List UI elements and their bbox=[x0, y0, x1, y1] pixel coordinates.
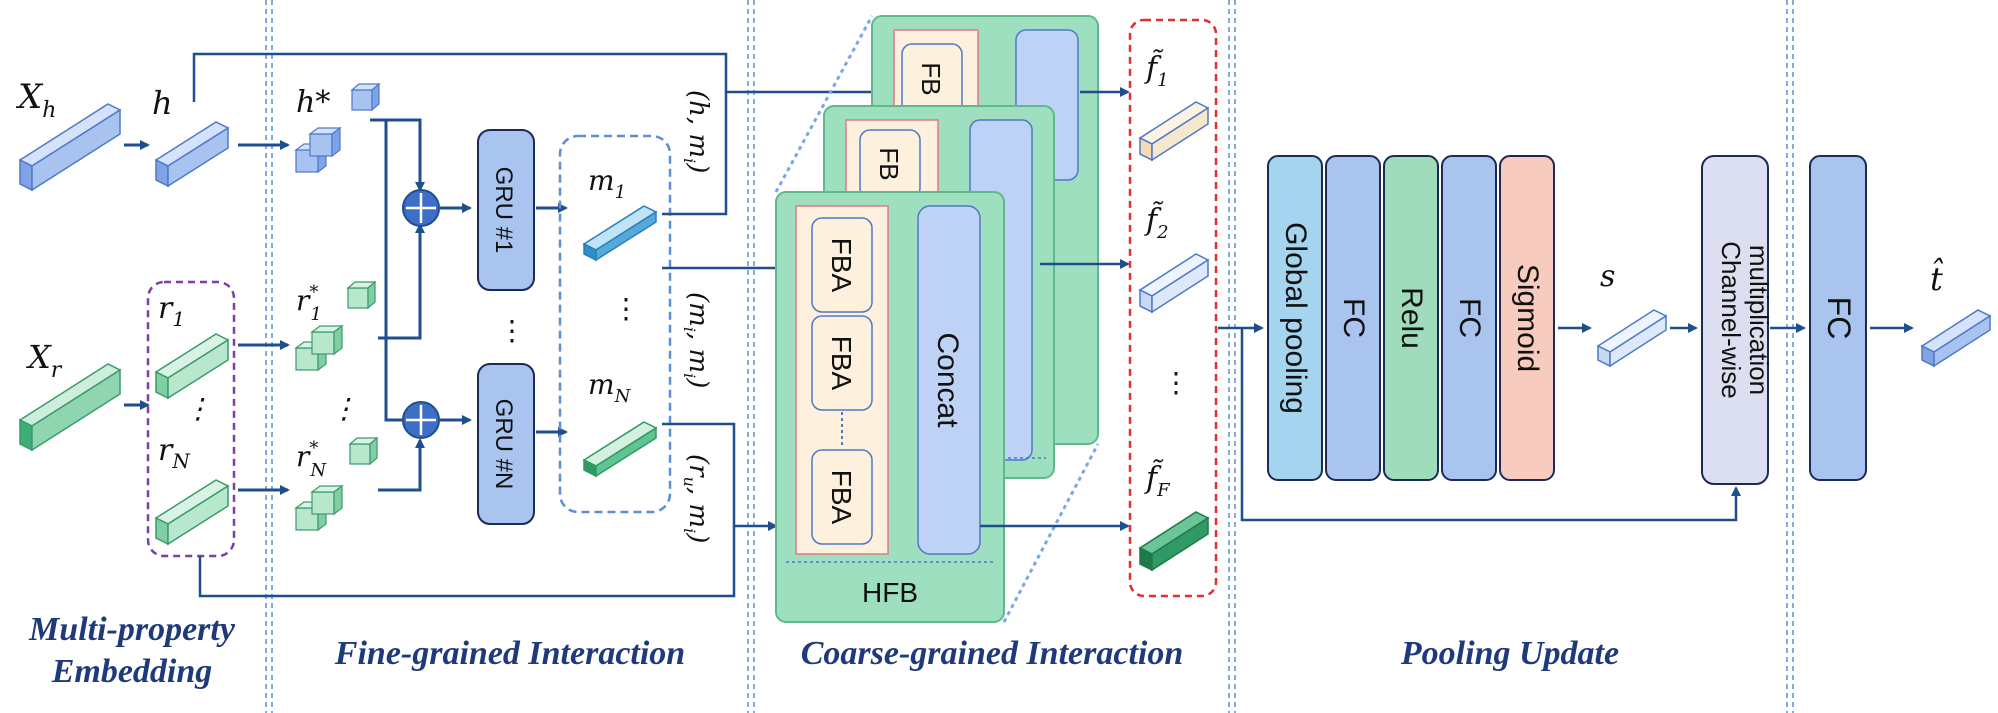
section-title-pooling: Pooling Update bbox=[1400, 635, 1619, 672]
section-title-embedding-2: Embedding bbox=[51, 653, 213, 690]
svg-text:FB: FB bbox=[916, 62, 946, 95]
global-pooling-block: Global pooling bbox=[1267, 155, 1323, 481]
zoom-lines bbox=[774, 15, 1100, 623]
svg-text:FC: FC bbox=[1453, 298, 1486, 338]
fc-block-1: FC bbox=[1325, 155, 1381, 481]
f2-vector bbox=[1138, 253, 1210, 314]
feature-box bbox=[1128, 18, 1218, 598]
pair-label-h-m: (h, mi) bbox=[680, 90, 713, 173]
r1-vector bbox=[154, 333, 230, 400]
xh-label: Xh bbox=[15, 77, 56, 123]
section-title-embedding-1: Multi-property bbox=[28, 611, 236, 648]
memory-box bbox=[558, 134, 672, 514]
h-vector bbox=[154, 121, 230, 188]
mn-label: mN bbox=[588, 368, 632, 407]
t-hat-label: t̂ bbox=[1930, 257, 1944, 298]
gru-block-n: GRU #N bbox=[477, 363, 535, 525]
svg-text:FC: FC bbox=[1821, 297, 1857, 340]
svg-text:Sigmoid: Sigmoid bbox=[1511, 264, 1544, 372]
svg-text:multiplication: multiplication bbox=[1744, 245, 1774, 395]
fba-block-2 bbox=[811, 315, 873, 411]
r-dots: ⋮ bbox=[184, 392, 212, 425]
pair-label-m-m: (mi, mi) bbox=[680, 292, 713, 388]
s-label: s bbox=[1600, 259, 1615, 294]
m1-label: m1 bbox=[588, 164, 626, 203]
section-dividers bbox=[265, 0, 1794, 713]
r1star-cubes bbox=[294, 280, 377, 372]
routing-lines bbox=[192, 52, 886, 598]
t-vector bbox=[1920, 309, 1992, 368]
hfb-panel-front: FBA FBA FBA Concat HFB bbox=[775, 191, 1005, 623]
pool-routing bbox=[1218, 323, 1741, 522]
section-title-fine: Fine-grained Interaction bbox=[334, 635, 685, 672]
rstar-dots: ⋮ bbox=[330, 392, 358, 425]
rnstar-cubes bbox=[294, 436, 379, 532]
h-label: h bbox=[152, 84, 173, 122]
xh-vector bbox=[18, 103, 122, 192]
f1-label: f̃1 bbox=[1144, 49, 1169, 91]
rn-vector bbox=[154, 479, 230, 546]
section-title-coarse: Coarse-grained Interaction bbox=[801, 635, 1184, 672]
xr-vector bbox=[18, 363, 122, 452]
svg-text:Relu: Relu bbox=[1395, 287, 1428, 349]
fba-block-1 bbox=[811, 217, 873, 313]
add-node-n bbox=[402, 401, 440, 439]
gru-block-1: GRU #1 bbox=[477, 129, 535, 291]
hstar-label: h* bbox=[296, 85, 330, 120]
channel-wise-block: Channel-wise multiplication bbox=[1701, 155, 1774, 485]
relu-block: Relu bbox=[1383, 155, 1439, 481]
fc-block-2: FC bbox=[1441, 155, 1497, 481]
svg-text:GRU #1: GRU #1 bbox=[490, 167, 517, 254]
svg-text:Channel-wise: Channel-wise bbox=[1716, 241, 1746, 399]
svg-text:Global pooling: Global pooling bbox=[1279, 222, 1312, 414]
s-vector bbox=[1596, 309, 1668, 368]
fba-block-3 bbox=[811, 449, 873, 545]
fc-output-block: FC bbox=[1809, 155, 1867, 481]
svg-text:GRU #N: GRU #N bbox=[490, 399, 517, 490]
m1-vector bbox=[582, 205, 658, 262]
svg-text:FBA: FBA bbox=[826, 336, 857, 391]
feature-dots: ⋮ bbox=[1162, 367, 1190, 398]
svg-text:FC: FC bbox=[1337, 298, 1370, 338]
ff-vector bbox=[1138, 511, 1210, 572]
r1-label: r1 bbox=[158, 291, 185, 331]
pair-label-r-m: (ru, mi) bbox=[680, 454, 713, 543]
svg-text:FBA: FBA bbox=[826, 238, 857, 293]
mn-vector bbox=[582, 421, 658, 478]
xr-label: Xr bbox=[25, 338, 63, 383]
sigmoid-block: Sigmoid bbox=[1499, 155, 1555, 481]
concat-block bbox=[917, 205, 981, 555]
rn-label: rN bbox=[158, 433, 191, 473]
hstar-cubes bbox=[294, 82, 381, 174]
rnstar-label: r*N bbox=[296, 438, 327, 481]
add-node-1 bbox=[402, 189, 440, 227]
ff-label: f̃F bbox=[1144, 459, 1171, 501]
property-group-box bbox=[146, 280, 236, 558]
gru-dots: ⋮ bbox=[498, 315, 526, 346]
svg-text:Concat: Concat bbox=[931, 332, 964, 428]
svg-text:FB: FB bbox=[874, 147, 904, 180]
hfb-label: HFB bbox=[862, 577, 918, 608]
r1star-label: r*1 bbox=[296, 282, 322, 325]
f2-label: f̃2 bbox=[1144, 201, 1169, 243]
memory-dots: ⋮ bbox=[612, 293, 640, 324]
svg-text:FBA: FBA bbox=[826, 470, 857, 525]
f1-vector bbox=[1138, 101, 1210, 162]
